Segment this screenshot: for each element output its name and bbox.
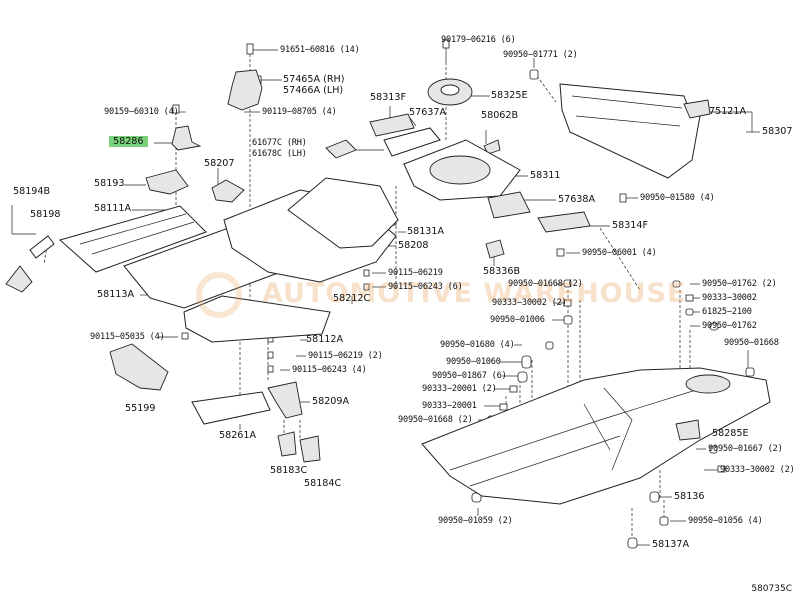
label-90115-06243-a[interactable]: 90115−06243 (6) bbox=[388, 282, 463, 292]
part-58261a bbox=[191, 391, 271, 425]
part-58285e bbox=[675, 419, 701, 441]
part-58198 bbox=[29, 235, 55, 259]
label-58209a[interactable]: 58209A bbox=[312, 396, 350, 407]
label-55199[interactable]: 55199 bbox=[125, 403, 156, 414]
label-90950-01762-a[interactable]: 90950−01762 (2) bbox=[702, 279, 777, 289]
label-58311[interactable]: 58311 bbox=[530, 170, 561, 181]
label-57637a[interactable]: 57637A bbox=[409, 107, 447, 118]
label-90950-01580[interactable]: 90950−01580 (4) bbox=[640, 193, 715, 203]
label-90119-08705[interactable]: 90119−08705 (4) bbox=[262, 107, 337, 117]
label-57466a[interactable]: 57466A (LH) bbox=[283, 85, 344, 96]
diagram-reference: 580735C bbox=[751, 584, 792, 594]
part-58314f bbox=[537, 211, 591, 233]
label-90950-01059[interactable]: 90950−01059 (2) bbox=[438, 516, 513, 526]
part-55199 bbox=[109, 343, 169, 391]
label-91651-60816[interactable]: 91651−60816 (14) bbox=[280, 45, 360, 55]
label-58208[interactable]: 58208 bbox=[398, 240, 429, 251]
label-58193[interactable]: 58193 bbox=[94, 178, 125, 189]
label-61677c[interactable]: 61677C (RH) bbox=[252, 138, 307, 148]
label-90115-06219-a[interactable]: 90115−06219 bbox=[388, 268, 443, 278]
part-75121a bbox=[683, 99, 711, 119]
label-58212c[interactable]: 58212C bbox=[333, 293, 371, 304]
label-58207[interactable]: 58207 bbox=[204, 158, 235, 169]
label-61825-2100[interactable]: 61825−2100 bbox=[702, 307, 752, 317]
part-57638a bbox=[487, 191, 531, 219]
label-90950-01056[interactable]: 90950−01056 (4) bbox=[688, 516, 763, 526]
part-58207 bbox=[211, 179, 245, 203]
label-90950-01771[interactable]: 90950−01771 (2) bbox=[503, 50, 578, 60]
part-58183c bbox=[277, 431, 297, 457]
label-58307[interactable]: 58307 bbox=[762, 126, 793, 137]
label-58184c[interactable]: 58184C bbox=[304, 478, 342, 489]
part-57637a bbox=[383, 127, 441, 157]
label-58183c[interactable]: 58183C bbox=[270, 465, 308, 476]
label-90950-01867[interactable]: 90950−01867 (6) bbox=[432, 371, 507, 381]
label-90950-01668-a[interactable]: 90950−01668 (2) bbox=[508, 279, 583, 289]
label-58336b[interactable]: 58336B bbox=[483, 266, 521, 277]
part-58111a bbox=[58, 205, 207, 273]
label-90950-01006[interactable]: 90950−01006 bbox=[490, 315, 545, 325]
part-58184c bbox=[299, 435, 321, 463]
label-58313f[interactable]: 58313F bbox=[370, 92, 407, 103]
bracket-57465a bbox=[227, 69, 263, 111]
watermark-logo-icon bbox=[196, 272, 242, 318]
label-90333-30002-b[interactable]: 90333−30002 bbox=[702, 293, 757, 303]
label-57638a[interactable]: 57638A bbox=[558, 194, 596, 205]
label-58113a[interactable]: 58113A bbox=[97, 289, 135, 300]
part-58286 bbox=[171, 125, 202, 151]
part-under-floor-assembly bbox=[421, 367, 771, 505]
label-58111a[interactable]: 58111A bbox=[94, 203, 132, 214]
label-90159-60310[interactable]: 90159−60310 (4) bbox=[104, 107, 179, 117]
label-90179-06216[interactable]: 90179−06216 (6) bbox=[441, 35, 516, 45]
part-58131a bbox=[287, 177, 399, 249]
part-58307 bbox=[559, 83, 701, 179]
label-90333-30002-a[interactable]: 90333−30002 (2) bbox=[492, 298, 567, 308]
part-58194b bbox=[5, 265, 33, 293]
label-90333-20001-a[interactable]: 90333−20001 (2) bbox=[422, 384, 497, 394]
part-58209a bbox=[267, 381, 303, 419]
part-58313f bbox=[369, 113, 415, 137]
label-57465a[interactable]: 57465A (RH) bbox=[283, 74, 345, 85]
label-90950-01668-b[interactable]: 90950−01668 bbox=[724, 338, 779, 348]
part-61677c bbox=[325, 139, 357, 159]
label-75121a[interactable]: 75121A bbox=[709, 106, 747, 117]
label-90950-01668-c[interactable]: 90950−01668 (2) bbox=[398, 415, 473, 425]
label-58136[interactable]: 58136 bbox=[674, 491, 705, 502]
part-58193 bbox=[145, 169, 189, 195]
label-90115-06219-b[interactable]: 90115−06219 (2) bbox=[308, 351, 383, 361]
highlighted-part-58286: 58286 bbox=[109, 136, 148, 147]
part-58336b bbox=[485, 239, 505, 259]
label-58112a[interactable]: 58112A bbox=[306, 334, 344, 345]
label-90950-01762-b[interactable]: 90950−01762 bbox=[702, 321, 757, 331]
label-58194b[interactable]: 58194B bbox=[13, 186, 51, 197]
label-90333-20001-b[interactable]: 90333−20001 bbox=[422, 401, 477, 411]
label-61678c[interactable]: 61678C (LH) bbox=[252, 149, 307, 159]
label-58137a[interactable]: 58137A bbox=[652, 539, 690, 550]
label-58314f[interactable]: 58314F bbox=[612, 220, 649, 231]
label-58261a[interactable]: 58261A bbox=[219, 430, 257, 441]
label-90950-01680[interactable]: 90950−01680 (4) bbox=[440, 340, 515, 350]
label-58286[interactable]: 58286 bbox=[109, 136, 148, 147]
label-90115-05035[interactable]: 90115−05035 (4) bbox=[90, 332, 165, 342]
label-58285e[interactable]: 58285E bbox=[712, 428, 749, 439]
label-58198[interactable]: 58198 bbox=[30, 209, 61, 220]
label-58325e[interactable]: 58325E bbox=[491, 90, 528, 101]
label-90333-30002-c[interactable]: 90333−30002 (2) bbox=[720, 465, 795, 475]
label-90115-06243-b[interactable]: 90115−06243 (4) bbox=[292, 365, 367, 375]
label-58062b[interactable]: 58062B bbox=[481, 110, 519, 121]
label-90950-06001[interactable]: 90950−06001 (4) bbox=[582, 248, 657, 258]
label-90950-01060[interactable]: 90950−01060 bbox=[446, 357, 501, 367]
label-58131a[interactable]: 58131A bbox=[407, 226, 445, 237]
label-90950-01667[interactable]: 90950−01667 (2) bbox=[708, 444, 783, 454]
watermark: AUTOMOTIVE WAREHOUSE bbox=[262, 278, 687, 309]
